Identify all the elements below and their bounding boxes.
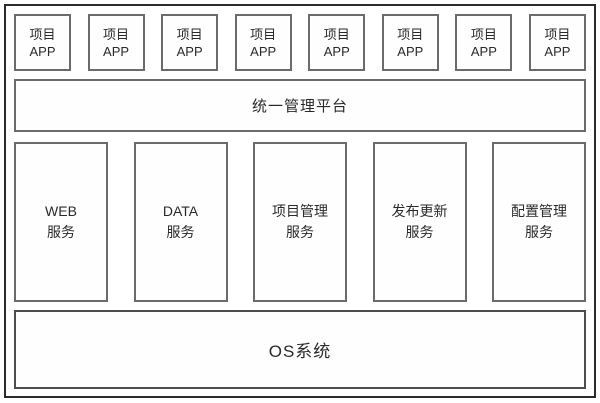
project-app-label-line1: 项目 — [29, 26, 56, 42]
data-service-box: DATA 服务 — [133, 142, 228, 302]
project-app-row: 项目 APP 项目 APP 项目 APP 项目 APP 项目 APP 项目 AP… — [14, 14, 586, 71]
project-app-label-line1: 项目 — [323, 26, 350, 42]
os-system-bar: OS系统 — [14, 310, 586, 389]
project-app-label-line1: 项目 — [397, 26, 424, 42]
project-app-box: 项目 APP — [234, 14, 292, 71]
project-app-label-line2: APP — [176, 43, 203, 59]
service-row: WEB 服务 DATA 服务 项目管理 服务 发布更新 服务 配置管理 服务 — [14, 142, 586, 302]
data-service-label-line1: DATA — [162, 203, 199, 219]
unified-management-platform-label: 统一管理平台 — [251, 98, 348, 115]
os-system-label: OS系统 — [268, 342, 332, 361]
project-management-service-label-line1: 项目管理 — [272, 203, 328, 219]
project-app-label-line2: APP — [250, 43, 277, 59]
architecture-diagram-frame: 项目 APP 项目 APP 项目 APP 项目 APP 项目 APP 项目 AP… — [4, 4, 596, 398]
project-app-box: 项目 APP — [87, 14, 145, 71]
project-app-label-line1: 项目 — [176, 26, 203, 42]
project-app-label-line2: APP — [323, 43, 350, 59]
project-app-box: 项目 APP — [381, 14, 439, 71]
project-app-box: 项目 APP — [528, 14, 586, 71]
web-service-label-line1: WEB — [45, 203, 77, 219]
web-service-box: WEB 服务 — [14, 142, 108, 302]
project-app-box: 项目 APP — [308, 14, 366, 71]
project-management-service-box: 项目管理 服务 — [253, 142, 347, 302]
config-management-service-label-line1: 配置管理 — [511, 203, 567, 219]
project-management-service-label-line2: 服务 — [286, 224, 314, 240]
project-app-label-line2: APP — [470, 43, 497, 59]
project-app-label-line1: 项目 — [470, 26, 497, 42]
project-app-label-line1: 项目 — [544, 26, 571, 42]
project-app-label-line2: APP — [397, 43, 424, 59]
project-app-label-line1: 项目 — [103, 26, 130, 42]
data-service-label-line2: 服务 — [166, 224, 195, 240]
project-app-label-line2: APP — [103, 43, 130, 59]
project-app-label-line2: APP — [544, 43, 571, 59]
project-app-box: 项目 APP — [455, 14, 513, 71]
release-update-service-box: 发布更新 服务 — [372, 142, 467, 302]
release-update-service-label-line2: 服务 — [405, 224, 434, 240]
web-service-label-line2: 服务 — [47, 224, 75, 240]
release-update-service-label-line1: 发布更新 — [391, 203, 448, 219]
project-app-box: 项目 APP — [161, 14, 219, 71]
config-management-service-box: 配置管理 服务 — [492, 142, 586, 302]
unified-management-platform-bar: 统一管理平台 — [14, 79, 586, 132]
project-app-label-line1: 项目 — [250, 26, 277, 42]
project-app-box: 项目 APP — [14, 14, 71, 71]
config-management-service-label-line2: 服务 — [525, 224, 553, 240]
project-app-label-line2: APP — [29, 43, 56, 59]
